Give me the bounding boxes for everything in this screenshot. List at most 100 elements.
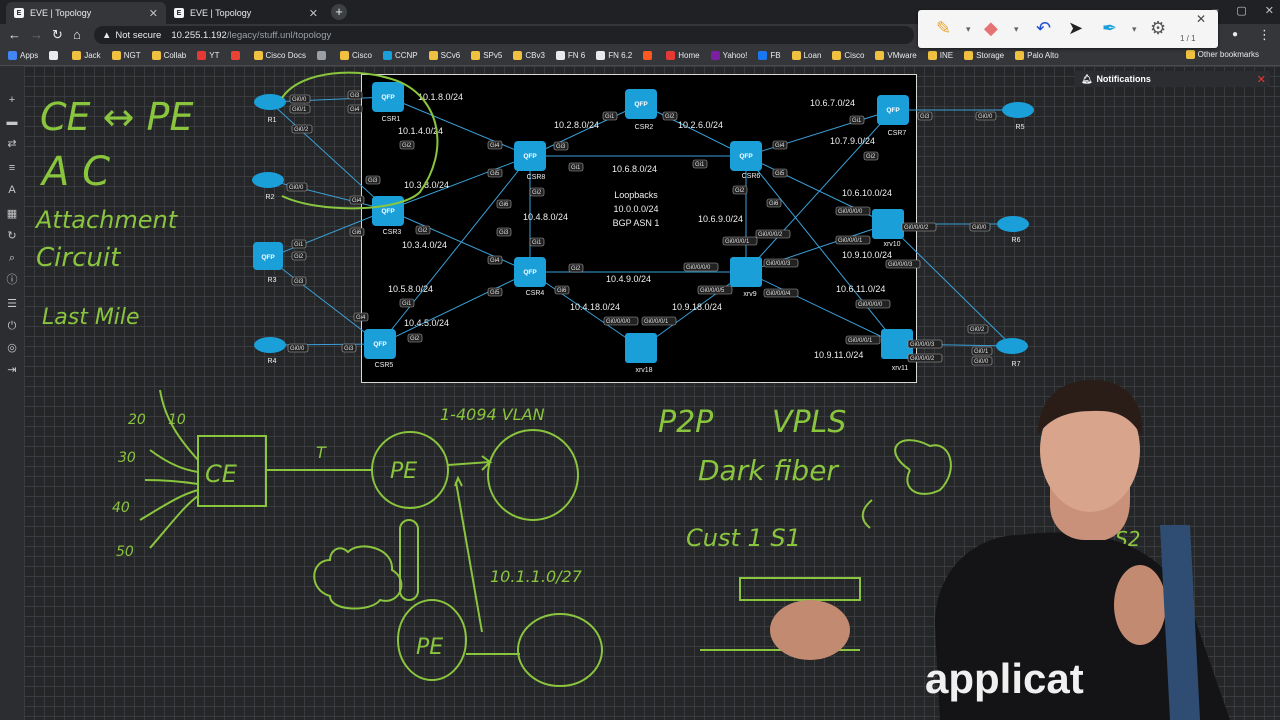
notifications-bar[interactable]: 🔔︎ Notifications ✕ — [1074, 71, 1270, 87]
home-icon[interactable]: ⌂ — [73, 27, 81, 42]
network-list-icon[interactable]: ≡ — [8, 162, 16, 174]
bookmark-item[interactable]: SPv5 — [471, 51, 502, 60]
bookmark-item[interactable]: CBv3 — [513, 51, 545, 60]
close-icon[interactable]: ✕ — [148, 7, 158, 20]
undo-icon[interactable]: ↶ — [1036, 18, 1052, 38]
router-r1-icon[interactable] — [254, 94, 286, 110]
chevron-down-icon[interactable]: ▾ — [1014, 24, 1019, 34]
bookmark-item[interactable]: FN 6.2 — [596, 51, 632, 60]
close-icon[interactable]: ✕ — [308, 7, 318, 20]
router-csr2-icon[interactable] — [625, 89, 657, 119]
router-r4-icon[interactable] — [254, 337, 286, 353]
zoom-icon[interactable]: ⌕ — [8, 252, 16, 264]
bell-icon: 🔔︎ — [1081, 73, 1093, 84]
tab-eve-topology[interactable]: E EVE | Topology ✕ — [166, 2, 326, 24]
port-label: Gi0/0/0/2 — [758, 232, 783, 238]
router-nodes[interactable] — [252, 94, 1034, 354]
pointer-icon[interactable]: ➤ — [1068, 18, 1084, 38]
port-label: Gi2 — [866, 154, 876, 160]
refresh-icon[interactable]: ↻ — [7, 230, 17, 242]
router-xrv11-icon[interactable] — [881, 329, 913, 359]
router-r7-icon[interactable] — [996, 338, 1028, 354]
notifications-close-icon[interactable]: ✕ — [1256, 73, 1266, 86]
grid-icon[interactable]: ▦ — [6, 208, 18, 220]
svg-text:QFP: QFP — [886, 107, 900, 114]
router-r2-icon[interactable] — [252, 172, 284, 188]
bookmark-item[interactable]: VMware — [875, 51, 917, 60]
bookmark-item[interactable]: Cisco — [832, 51, 864, 60]
add-node-icon[interactable]: + — [8, 94, 16, 106]
maximize-icon[interactable]: ▢ — [1236, 5, 1247, 17]
lock-icon[interactable]: ◎ — [7, 342, 17, 354]
highlighter-icon[interactable]: ✒ — [1102, 18, 1118, 38]
router-r6-icon[interactable] — [997, 216, 1029, 232]
bookmark-item[interactable]: FB — [758, 51, 781, 60]
presenter-left-hand — [770, 600, 850, 660]
port-label: Gi3 — [499, 230, 509, 236]
node-label-xrv9: xrv9 — [743, 291, 756, 298]
bookmark-item[interactable] — [316, 51, 329, 60]
bookmark-item[interactable]: NGT — [111, 51, 141, 60]
ink-ce-pe: CE ↔ PE — [40, 95, 193, 139]
router-r5-icon[interactable] — [1002, 102, 1034, 118]
router-csr6-icon[interactable] — [730, 141, 762, 171]
bookmark-item[interactable] — [230, 51, 243, 60]
profile-avatar[interactable]: ● — [1232, 29, 1239, 40]
bookmark-item[interactable]: Storage — [964, 51, 1004, 60]
bookmark-item[interactable]: INE — [927, 51, 953, 60]
connect-icon[interactable]: ⇄ — [7, 138, 17, 150]
csr-nodes[interactable] — [253, 82, 913, 363]
bookmark-item[interactable]: SCv6 — [428, 51, 460, 60]
bookmark-item[interactable]: Yahoo! — [710, 51, 747, 60]
power-icon[interactable]: ⏻ — [7, 320, 17, 332]
new-tab-button[interactable]: + — [331, 4, 347, 20]
router-csr4-icon[interactable] — [514, 257, 546, 287]
bookmark-item[interactable]: Palo Alto — [1015, 51, 1059, 60]
address-bar[interactable]: ▲ Not secure 10.255.1.192/legacy/stuff.u… — [94, 26, 914, 44]
close-icon[interactable]: ✕ — [1196, 12, 1207, 26]
text-icon[interactable]: A — [8, 184, 16, 196]
bookmark-item[interactable]: CCNP — [382, 51, 418, 60]
window-close-icon[interactable]: ✕ — [1264, 5, 1274, 17]
bookmark-item[interactable]: FN 6 — [555, 51, 585, 60]
info-icon[interactable]: ⓘ — [6, 274, 18, 286]
bookmark-item[interactable]: Jack — [72, 51, 101, 60]
chevron-down-icon[interactable]: ▾ — [1132, 24, 1137, 34]
chevron-down-icon[interactable]: ▾ — [966, 24, 971, 34]
gear-icon[interactable]: ⚙ — [1150, 18, 1167, 38]
logout-icon[interactable]: ⇥ — [7, 364, 17, 376]
menu-icon[interactable]: ⋮ — [1258, 27, 1271, 42]
eraser-tool-icon[interactable]: ◆ — [984, 18, 998, 38]
tab-eve-topology-active[interactable]: E EVE | Topology ✕ — [6, 2, 166, 24]
bookmark-item[interactable]: Home — [666, 51, 700, 60]
node-list-icon[interactable]: ▬ — [6, 116, 18, 128]
reload-icon[interactable]: ↻ — [52, 27, 63, 42]
port-label: Gi2 — [665, 114, 675, 120]
bookmark-item[interactable]: YT — [197, 51, 220, 60]
router-xrv18-icon[interactable] — [625, 333, 657, 363]
pen-tool-icon[interactable]: ✎ — [936, 18, 952, 38]
security-label[interactable]: Not secure — [115, 29, 162, 41]
router-xrv9-icon[interactable] — [730, 257, 762, 287]
bookmark-item[interactable] — [49, 51, 61, 60]
back-icon[interactable]: ← — [8, 27, 21, 42]
router-r3-icon[interactable] — [253, 242, 283, 270]
node-label-r5: R5 — [1016, 124, 1025, 131]
bookmark-item[interactable] — [643, 51, 655, 60]
router-csr8-icon[interactable] — [514, 141, 546, 171]
lab-list-icon[interactable]: ☰ — [7, 298, 17, 310]
bookmark-item[interactable]: Cisco — [339, 51, 372, 60]
loopbacks-note: Loopbacks 10.0.0.0/24 BGP ASN 1 — [613, 190, 660, 228]
other-bookmarks[interactable]: Other bookmarks — [1185, 50, 1259, 59]
forward-icon[interactable]: → — [30, 27, 43, 42]
bookmark-item[interactable]: Apps — [8, 51, 38, 60]
port-label: Gi0/0/0/1 — [644, 319, 669, 325]
folder-icon — [1185, 50, 1195, 59]
router-csr7-icon[interactable] — [877, 95, 909, 125]
bookmark-item[interactable]: Loan — [791, 51, 821, 60]
bookmark-item[interactable]: Collab — [151, 51, 186, 60]
router-xrv10-icon[interactable] — [872, 209, 904, 239]
router-csr1-icon[interactable] — [372, 82, 404, 112]
bookmark-item[interactable]: Cisco Docs — [253, 51, 306, 60]
router-csr5-icon[interactable] — [364, 329, 396, 359]
